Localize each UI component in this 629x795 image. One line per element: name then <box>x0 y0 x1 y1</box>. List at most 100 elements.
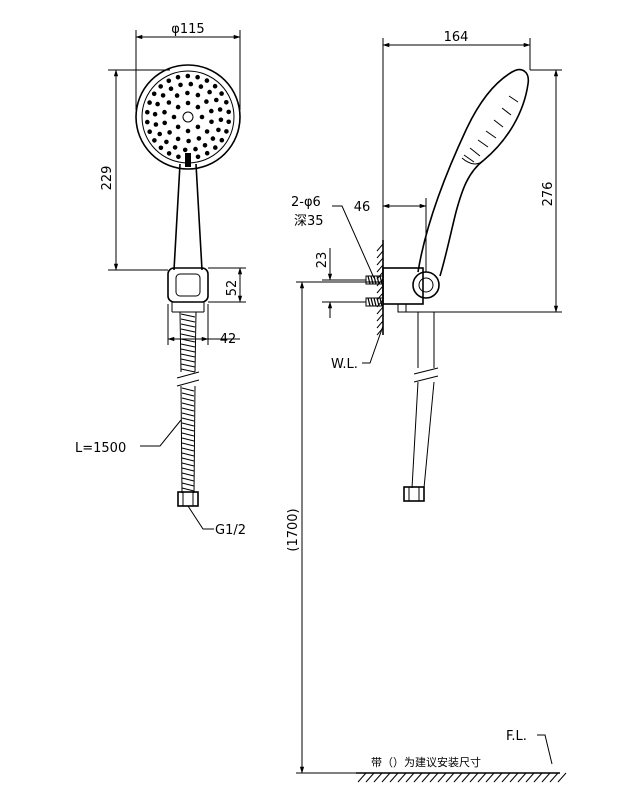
hatch-line <box>365 772 375 783</box>
hatch-line <box>421 772 431 783</box>
hose-coil-mark <box>181 447 195 452</box>
nozzle <box>195 104 201 110</box>
hose-coil-mark <box>181 402 195 407</box>
hose-coil-mark <box>181 392 195 397</box>
nozzle <box>185 90 190 96</box>
floor-hatching <box>357 772 567 783</box>
hatch-line <box>493 772 503 783</box>
nozzle <box>213 145 218 150</box>
screw-spec-line1: 2-φ6 <box>291 195 321 210</box>
nozzle <box>204 129 210 134</box>
dim-install-height-label: (1700) <box>286 508 301 551</box>
wall-side <box>376 240 384 336</box>
nozzle <box>219 91 224 96</box>
nozzle <box>224 100 229 105</box>
nozzle <box>195 124 201 130</box>
nozzle <box>175 124 181 130</box>
dim-head-diameter: φ115 <box>135 22 241 110</box>
nozzle <box>193 146 198 152</box>
nozzle <box>174 93 180 98</box>
hatch-line <box>397 772 407 783</box>
nozzle <box>209 119 214 125</box>
hose-coil-mark <box>180 313 196 318</box>
nozzle <box>224 129 229 134</box>
hatch-line <box>376 292 384 301</box>
hose-coil-mark <box>181 467 195 472</box>
dim-height-276-label: 276 <box>541 182 556 207</box>
screw-spec-line2: 深35 <box>294 214 324 229</box>
dim-screw-spacing-label: 23 <box>315 252 330 269</box>
dim-head-diameter-label: φ115 <box>171 22 204 37</box>
hose-coil-mark <box>181 417 195 422</box>
hose-coil-mark <box>181 427 195 432</box>
dim-height-229: 229 <box>100 69 170 271</box>
nozzle <box>166 78 172 84</box>
leader-screw-spec: 2-φ6 深35 <box>291 195 375 279</box>
hatch-line <box>381 772 391 783</box>
dim-offset-46: 46 <box>354 198 427 272</box>
side-view: 164 276 46 23 2-φ6 深35 <box>286 30 562 774</box>
nozzle <box>153 122 159 127</box>
nozzle <box>175 74 181 80</box>
hatch-line <box>501 772 511 783</box>
nozzle <box>152 138 157 143</box>
hatch-line <box>453 772 463 783</box>
hatch-line <box>549 772 559 783</box>
hatch-line <box>541 772 551 783</box>
wall-holder-front <box>167 267 209 313</box>
nozzle <box>214 97 219 103</box>
nozzle <box>175 104 181 110</box>
hatch-line <box>376 285 384 294</box>
hose-coil-mark <box>181 412 195 417</box>
dim-install-height-1700: (1700) <box>286 281 560 774</box>
hatch-line <box>533 772 543 783</box>
nozzle <box>198 84 204 89</box>
hatch-line <box>376 306 384 315</box>
hose-coil-mark <box>181 482 195 487</box>
handle-front <box>173 163 203 271</box>
nozzle <box>167 130 172 135</box>
wall-hatching <box>376 243 384 336</box>
hose-coil-mark <box>180 348 196 353</box>
hatch-line <box>485 772 495 783</box>
hose-coil-mark <box>181 487 195 492</box>
dim-holder-height-52: 52 <box>208 267 246 303</box>
hose-nut-front <box>177 491 199 507</box>
dim-holder-height-label: 52 <box>225 280 240 297</box>
nozzle <box>226 109 231 115</box>
leader-hose-length: L=1500 <box>75 419 182 456</box>
hatch-line <box>376 264 384 273</box>
connection-thread-label: G1/2 <box>215 523 246 538</box>
hatch-line <box>357 772 367 783</box>
nozzle <box>172 145 178 150</box>
hatch-line <box>413 772 423 783</box>
hatch-line <box>376 320 384 329</box>
hose-coil-mark <box>180 343 196 348</box>
nozzle <box>175 136 181 142</box>
hatch-line <box>376 243 384 252</box>
hose-coil-mark <box>181 452 195 457</box>
nozzle <box>160 93 166 98</box>
nozzle <box>166 100 172 105</box>
dim-depth-label: 164 <box>444 30 469 45</box>
nozzle <box>219 137 225 143</box>
wall-holder-side <box>382 267 440 313</box>
nozzle-pattern <box>145 73 231 161</box>
nozzle <box>158 84 163 89</box>
dim-screw-spacing-23: 23 <box>315 248 366 318</box>
hose-side <box>411 312 439 489</box>
shower-head-front <box>135 64 241 170</box>
nozzle <box>204 78 210 83</box>
nozzle <box>145 119 150 125</box>
nozzle <box>210 136 216 141</box>
hose-coil-mark <box>181 472 195 477</box>
dim-holder-width-label: 42 <box>220 332 237 347</box>
hose-coil-mark <box>180 333 196 338</box>
nozzle <box>204 99 209 104</box>
hatch-line <box>509 772 519 783</box>
nozzle <box>185 100 191 106</box>
hose-coil-mark <box>181 387 195 392</box>
nozzle <box>207 89 212 95</box>
nozzle <box>147 100 152 105</box>
leader-connection-thread: G1/2 <box>187 505 246 538</box>
